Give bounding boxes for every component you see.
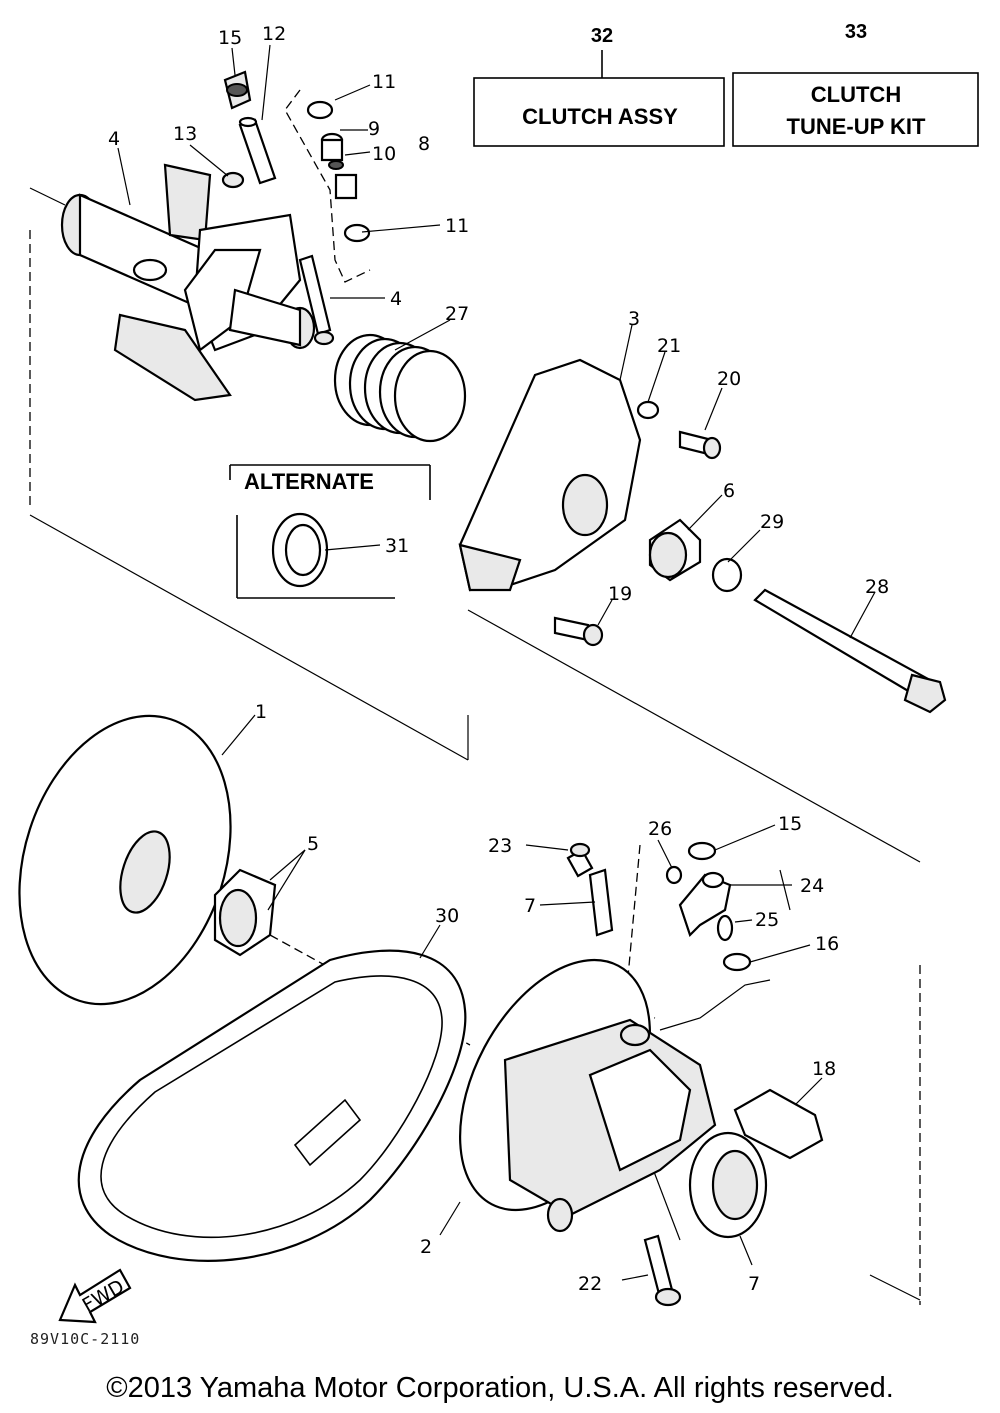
callout-7b: 7 (748, 1273, 760, 1295)
callout-18: 18 (812, 1058, 836, 1080)
callout-6: 6 (723, 480, 735, 502)
callout-21: 21 (657, 335, 681, 357)
callout-23: 23 (488, 835, 512, 857)
callout-3: 3 (628, 308, 640, 330)
callout-numbers: 15 12 13 4 11 9 10 8 11 4 27 3 21 20 6 2… (108, 23, 889, 1295)
shaft-bolt-part-28 (753, 588, 947, 714)
callout-5: 5 (307, 833, 319, 855)
callout-4: 4 (108, 128, 120, 150)
slider-part-15 (223, 70, 252, 110)
pin-part-12 (238, 116, 277, 185)
bushing-part-7-lower (688, 1131, 768, 1239)
callout-9: 9 (368, 118, 380, 140)
drive-belt-part-30 (77, 949, 467, 1262)
callout-15: 15 (218, 27, 242, 49)
callout-31: 31 (385, 535, 409, 557)
bolt-part-4 (298, 254, 335, 346)
copyright-notice: ©2013 Yamaha Motor Corporation, U.S.A. A… (106, 1372, 894, 1404)
callout-11b: 11 (445, 215, 469, 237)
callout-15b: 15 (778, 813, 802, 835)
callout-28: 28 (865, 576, 889, 598)
tuneup-kit-label-line2: TUNE-UP KIT (787, 114, 926, 139)
callout-2: 2 (420, 1236, 432, 1258)
spider-hub-part-4 (60, 163, 316, 402)
small-parts-19-21-29 (553, 400, 743, 647)
spring-part-27 (333, 333, 467, 443)
callout-4b: 4 (390, 288, 402, 310)
clutch-assy-box: 32 CLUTCH ASSY (473, 25, 725, 147)
callout-10: 10 (372, 143, 396, 165)
small-parts-22-23-7-26 (566, 842, 683, 1307)
bushing-part-6 (648, 518, 702, 582)
fixed-sheave-part-1 (18, 714, 232, 1006)
diagram-code: 89V10C-2110 (30, 1330, 141, 1348)
roller-part-13 (221, 171, 245, 189)
callout-19: 19 (608, 583, 632, 605)
callout-20: 20 (717, 368, 741, 390)
bushing-part-5 (213, 868, 277, 957)
tuneup-kit-label-line1: CLUTCH (811, 82, 901, 107)
tuneup-kit-box: 33 CLUTCH TUNE-UP KIT (732, 21, 979, 147)
callout-22: 22 (578, 1273, 602, 1295)
callout-1: 1 (255, 701, 267, 723)
alternate-label: ALTERNATE (244, 469, 374, 494)
weight-stack-parts-8-11 (306, 100, 371, 243)
callout-29: 29 (760, 511, 784, 533)
callout-8: 8 (418, 133, 430, 155)
callout-30: 30 (435, 905, 459, 927)
callout-16: 16 (815, 933, 839, 955)
callout-25: 25 (755, 909, 779, 931)
clutch-assy-number: 32 (591, 25, 613, 47)
fwd-arrow: FWD (58, 1268, 132, 1324)
weight-arm-part-24 (678, 841, 752, 972)
tuneup-kit-number: 33 (845, 21, 867, 43)
callout-11: 11 (372, 71, 396, 93)
movable-sheave-part-2 (458, 958, 717, 1233)
callout-27: 27 (445, 303, 469, 325)
callout-7: 7 (524, 895, 536, 917)
callout-26: 26 (648, 818, 672, 840)
clutch-assy-label: CLUTCH ASSY (522, 104, 678, 129)
leader-lines (117, 44, 876, 1281)
callout-24: 24 (800, 875, 824, 897)
washer-part-31 (271, 512, 329, 588)
cover-part-3 (458, 358, 642, 592)
callout-13: 13 (173, 123, 197, 145)
callout-12: 12 (262, 23, 286, 45)
alternate-box: ALTERNATE (229, 464, 431, 599)
shaft-sleeve-part-18 (733, 1088, 824, 1160)
